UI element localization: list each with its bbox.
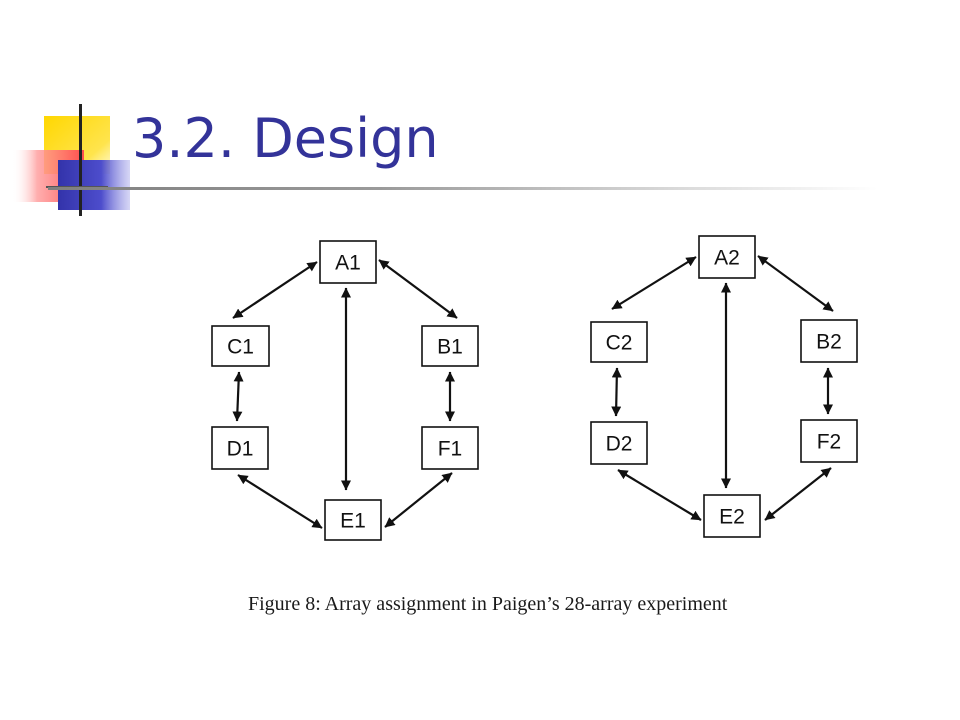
node-e2: E2	[703, 494, 761, 538]
node-label: A1	[335, 252, 361, 275]
node-a2: A2	[698, 235, 756, 279]
node-d2: D2	[590, 421, 648, 465]
node-c1: C1	[211, 325, 270, 367]
edge-a2-b2	[757, 255, 834, 312]
edge-f1-e1	[384, 472, 453, 528]
node-f1: F1	[421, 426, 479, 470]
node-box	[211, 426, 269, 470]
edge-d1-e1	[237, 474, 323, 529]
node-label: D1	[227, 438, 254, 461]
node-b2: B2	[800, 319, 858, 363]
node-label: F2	[817, 431, 842, 454]
node-label: C1	[227, 336, 254, 359]
template-logo-graphic	[12, 104, 130, 216]
node-label: F1	[438, 438, 463, 461]
node-b1: B1	[421, 325, 479, 367]
edge-d2-e2	[617, 469, 702, 521]
node-label: D2	[606, 433, 633, 456]
edge-c2-d2	[611, 367, 622, 417]
node-label: E1	[340, 510, 366, 533]
node-box	[800, 419, 858, 463]
node-box	[319, 240, 377, 284]
edge-f2-e2	[764, 467, 832, 521]
node-label: C2	[606, 332, 633, 355]
node-box	[324, 499, 382, 541]
node-label: B2	[816, 331, 842, 354]
edge-c1-d1	[232, 371, 244, 422]
node-box	[703, 494, 761, 538]
edge-a2-c2	[611, 256, 697, 310]
node-box	[421, 325, 479, 367]
figure-caption: Figure 8: Array assignment in Paigen’s 2…	[248, 593, 728, 615]
node-box	[211, 325, 270, 367]
node-d1: D1	[211, 426, 269, 470]
node-e1: E1	[324, 499, 382, 541]
edge-a1-c1	[232, 261, 318, 319]
node-box	[590, 321, 648, 363]
node-label: A2	[714, 247, 740, 270]
node-label: E2	[719, 506, 745, 529]
node-box	[698, 235, 756, 279]
node-box	[421, 426, 479, 470]
title-divider	[48, 187, 878, 190]
slide-title: 3.2. Design	[132, 107, 439, 170]
node-label: B1	[437, 336, 463, 359]
node-a1: A1	[319, 240, 377, 284]
node-box	[800, 319, 858, 363]
edge-a1-b1	[378, 259, 458, 319]
node-f2: F2	[800, 419, 858, 463]
node-box	[590, 421, 648, 465]
node-c2: C2	[590, 321, 648, 363]
